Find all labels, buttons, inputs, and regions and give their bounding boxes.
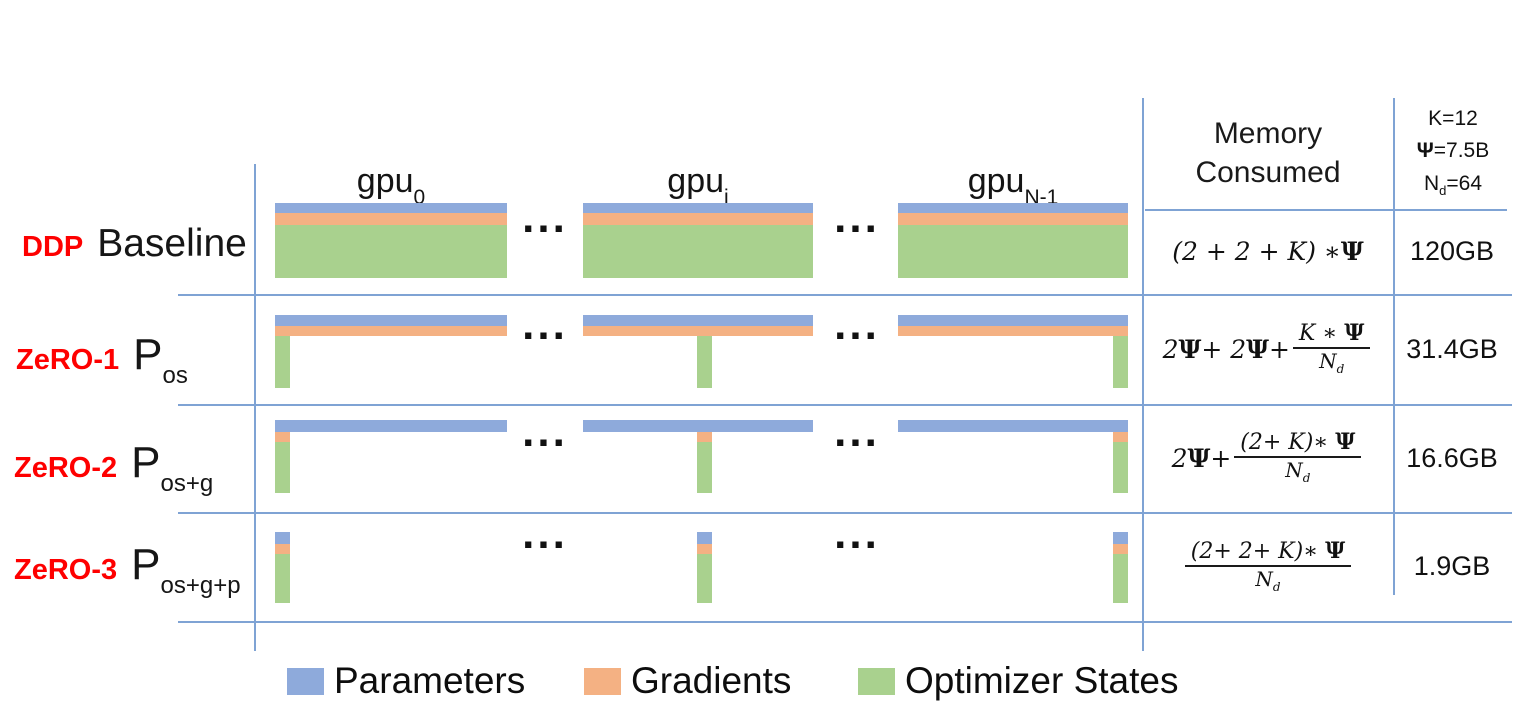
grid-vline-gb-col [1393,98,1395,595]
ddp-gpu0-parameters-bar [275,203,507,213]
zero1-tag: ZeRO-1 [16,344,120,376]
ellipsis-row4-gap1: ... [522,509,568,558]
zero3-gpuN1-gradients-sliver [1113,544,1128,554]
optimizer-states-swatch-icon [858,667,895,695]
zero2-gpui-optimizer-sliver [697,442,712,493]
zero2-gpu0-parameters-strip [275,420,507,432]
constants-block: K=12 Ψ=7.5B Nd=64 [1397,98,1509,206]
ddp-gpu0-optimizer-bar [275,225,507,278]
zero3-gpui-gradients-sliver [697,544,712,554]
zero3-gpu0-parameters-sliver [275,532,290,544]
row-label-ddp: DDP Baseline [22,222,247,266]
grid-vline-memory-col [1142,98,1144,651]
zero1-gpu0-parameters-strip [275,315,507,326]
zero3-tag: ZeRO-3 [14,554,118,586]
memory-value-zero2: 16.6GB [1406,442,1498,473]
ddp-gpuN1-parameters-bar [898,203,1128,213]
ddp-gpuN1-gradients-bar [898,213,1128,225]
ddp-name: Baseline [97,222,247,265]
row-label-zero1: ZeRO-1 Pos [16,330,188,389]
gradients-swatch-icon [584,667,621,695]
zero1-gpuN1-parameters-strip [898,315,1128,326]
zero3-gpu0-gradients-sliver [275,544,290,554]
ellipsis-row1-gap2: ... [834,193,880,242]
legend-optimizer-states: Optimizer States [858,658,1178,704]
grid-hline-row3 [178,512,1512,514]
legend-parameters: Parameters [287,658,525,704]
ellipsis-row2-gap2: ... [834,300,880,349]
grid-hline-row1 [178,294,1512,296]
grid-hline-row2 [178,404,1512,406]
ddp-tag: DDP [22,231,84,263]
ellipsis-row4-gap2: ... [834,509,880,558]
zero1-gpui-gradients-strip [583,326,813,336]
gpui-header: gpui [667,162,729,209]
ddp-gpui-gradients-bar [583,213,813,225]
zero1-gpui-parameters-strip [583,315,813,326]
zero2-gpui-parameters-strip [583,420,813,432]
zero1-gpu0-gradients-strip [275,326,507,336]
zero2-gpui-gradients-sliver [697,432,712,442]
zero2-gpuN1-parameters-strip [898,420,1128,432]
constant-nd: Nd=64 [1423,171,1483,199]
ellipsis-row3-gap1: ... [522,407,568,456]
ellipsis-row3-gap2: ... [834,407,880,456]
zero1-gpu0-optimizer-sliver [275,336,290,388]
parameters-label: Parameters [334,660,526,701]
gpuN1-header: gpuN-1 [967,162,1059,209]
gradients-label: Gradients [631,660,792,701]
memory-value-ddp: 120GB [1409,236,1495,266]
gpu0-header: gpu0 [356,162,426,209]
zero2-gpu0-optimizer-sliver [275,442,290,493]
zero3-gpu0-optimizer-sliver [275,554,290,603]
zero1-name: Pos [133,330,188,389]
zero1-gpuN1-gradients-strip [898,326,1128,336]
zero3-gpuN1-parameters-sliver [1113,532,1128,544]
memory-value-zero1: 31.4GB [1406,333,1498,364]
constant-k: K=12 [1428,106,1478,130]
zero3-name: Pos+g+p [131,540,241,599]
ellipsis-row1-gap1: ... [522,193,568,242]
optimizer-states-label: Optimizer States [905,660,1179,701]
parameters-swatch-icon [287,667,324,695]
zero1-gpui-optimizer-sliver [697,336,712,388]
formula-ddp: (2 + 2 + K) ∗ Ψ [1172,237,1364,266]
zero2-gpuN1-gradients-sliver [1113,432,1128,442]
zero2-gpuN1-optimizer-sliver [1113,442,1128,493]
ddp-gpui-optimizer-bar [583,225,813,278]
row-label-zero3: ZeRO-3 Pos+g+p [14,540,241,599]
zero2-name: Pos+g [131,438,214,497]
zero2-gpu0-gradients-sliver [275,432,290,442]
grid-vline-left [254,164,256,651]
constant-psi: Ψ=7.5B [1416,139,1490,163]
zero3-gpui-parameters-sliver [697,532,712,544]
grid-hline-header [1145,209,1507,211]
zero3-gpui-optimizer-sliver [697,554,712,603]
zero3-gpuN1-optimizer-sliver [1113,554,1128,603]
row-label-zero2: ZeRO-2 Pos+g [14,438,214,497]
ddp-gpui-parameters-bar [583,203,813,213]
legend-gradients: Gradients [584,658,791,704]
zero2-tag: ZeRO-2 [14,452,118,484]
zero1-gpuN1-optimizer-sliver [1113,336,1128,388]
memory-value-zero3: 1.9GB [1413,551,1491,581]
ddp-gpuN1-optimizer-bar [898,225,1128,278]
ddp-gpu0-gradients-bar [275,213,507,225]
grid-hline-bottom [178,621,1512,623]
ellipsis-row2-gap1: ... [522,300,568,349]
